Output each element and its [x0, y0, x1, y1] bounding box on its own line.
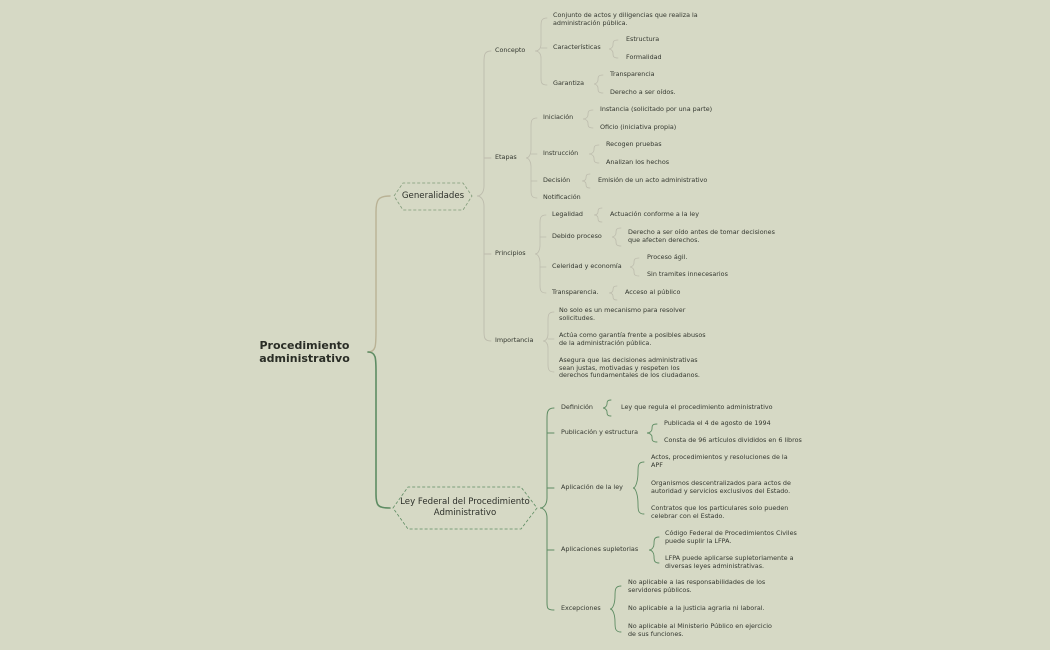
decision-label[interactable]: Decisión	[543, 176, 571, 184]
root-to-generalidades-connector	[367, 195, 391, 353]
caracteristicas-label[interactable]: Características	[553, 43, 601, 51]
publicacion-brace	[646, 423, 658, 443]
publicacion-label[interactable]: Publicación y estructura	[561, 428, 638, 436]
decision-item-1: Emisión de un acto administrativo	[598, 176, 708, 184]
definicion-label[interactable]: Definición	[561, 403, 593, 411]
concepto-definicion: Conjunto de actos y diligencias que real…	[553, 11, 698, 27]
debido-label[interactable]: Debido proceso	[552, 232, 602, 240]
etapas-label[interactable]: Etapas	[495, 153, 517, 161]
aplicacion-item-3: Contratos que los particulares solo pued…	[651, 504, 789, 520]
caracteristicas-item-2: Formalidad	[626, 53, 662, 61]
aplicacion-label[interactable]: Aplicación de la ley	[561, 483, 623, 491]
debido-brace	[611, 227, 622, 247]
aplicacion-item-1: Actos, procedimientos y resoluciones de …	[651, 453, 788, 469]
importancia-item-1: No solo es un mecanismo para resolver so…	[559, 306, 686, 322]
importancia-bracket	[542, 311, 555, 373]
aplicacion-brace	[632, 461, 645, 515]
root-to-ley-connector	[367, 351, 391, 509]
instruccion-item-1: Recogen pruebas	[606, 140, 662, 148]
generalidades-title[interactable]: Generalidades	[401, 191, 465, 201]
celeridad-brace	[629, 257, 640, 277]
transparencia-item-1: Acceso al público	[625, 288, 681, 296]
iniciacion-item-2: Oficio (iniciativa propia)	[600, 123, 677, 131]
definicion-item-1: Ley que regula el procedimiento administ…	[621, 403, 773, 411]
iniciacion-brace	[582, 109, 594, 129]
garantiza-item-2: Derecho a ser oídos.	[610, 88, 676, 96]
excepciones-item-2: No aplicable a la justicia agraria ni la…	[628, 604, 765, 612]
importancia-label[interactable]: Importancia	[495, 336, 534, 344]
generalidades-node-shape[interactable]	[393, 182, 473, 211]
aplicacion-item-2: Organismos descentralizados para actos d…	[651, 479, 791, 495]
excepciones-item-1: No aplicable a las responsabilidades de …	[628, 578, 766, 594]
caracteristicas-brace	[608, 39, 619, 59]
ley-bracket	[539, 407, 555, 611]
supletorias-item-2: LFPA puede aplicarse supletoriamente a d…	[665, 554, 794, 570]
supletorias-item-1: Código Federal de Procedimientos Civiles…	[665, 529, 797, 545]
celeridad-item-2: Sin tramites innecesarios	[647, 270, 728, 278]
legalidad-label[interactable]: Legalidad	[552, 210, 583, 218]
excepciones-item-3: No aplicable al Ministerio Público en ej…	[628, 622, 772, 638]
instruccion-item-2: Analizan los hechos	[606, 158, 670, 166]
ley-node-shape[interactable]	[392, 486, 538, 530]
publicacion-item-2: Consta de 96 artículos divididos en 6 li…	[664, 436, 802, 444]
supletorias-brace	[648, 536, 660, 564]
legalidad-item-1: Actuación conforme a la ley	[610, 210, 700, 218]
garantiza-label[interactable]: Garantiza	[553, 79, 585, 87]
supletorias-label[interactable]: Aplicaciones supletorias	[561, 545, 639, 553]
generalidades-bracket	[476, 50, 492, 342]
concepto-label[interactable]: Concepto	[495, 46, 526, 54]
caracteristicas-item-1: Estructura	[626, 35, 660, 43]
debido-item-1: Derecho a ser oído antes de tomar decisi…	[628, 228, 775, 244]
iniciacion-item-1: Instancia (solicitado por una parte)	[600, 105, 713, 113]
importancia-item-2: Actúa como garantía frente a posibles ab…	[559, 331, 706, 347]
transparencia-brace	[608, 285, 618, 301]
celeridad-item-1: Proceso ágil.	[647, 253, 688, 261]
publicacion-item-1: Publicada el 4 de agosto de 1994	[664, 419, 771, 427]
decision-brace	[581, 173, 591, 189]
principios-bracket	[534, 214, 547, 294]
definicion-brace	[602, 399, 612, 417]
importancia-item-3: Asegura que las decisiones administrativ…	[559, 356, 700, 380]
transparencia-label[interactable]: Transparencia.	[552, 288, 599, 296]
concepto-bracket	[534, 17, 548, 86]
legalidad-brace	[593, 207, 603, 223]
ley-title[interactable]: Ley Federal del Procedimiento Administra…	[400, 497, 530, 518]
instruccion-brace	[588, 144, 600, 164]
instruccion-label[interactable]: Instrucción	[543, 149, 579, 157]
notificacion-label[interactable]: Notificación	[543, 193, 581, 201]
excepciones-label[interactable]: Excepciones	[561, 604, 601, 612]
excepciones-brace	[609, 585, 622, 633]
garantiza-item-1: Transparencia	[610, 70, 655, 78]
etapas-bracket	[525, 117, 538, 199]
garantiza-brace	[593, 74, 604, 94]
root-topic[interactable]: Procedimiento administrativo	[259, 339, 350, 365]
principios-label[interactable]: Principios	[495, 249, 526, 257]
celeridad-label[interactable]: Celeridad y economía	[552, 262, 622, 270]
iniciacion-label[interactable]: Iniciación	[543, 113, 574, 121]
